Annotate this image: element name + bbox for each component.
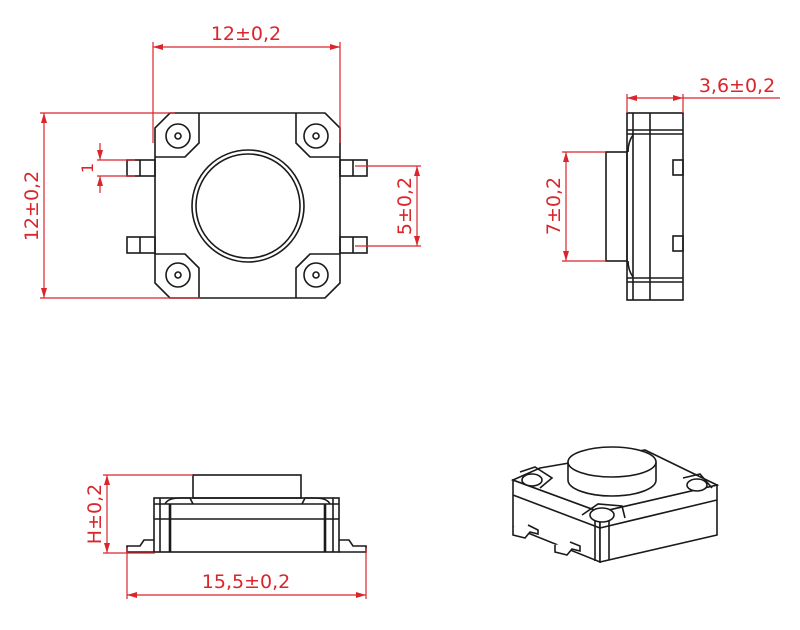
side-view: 3,6±0,2 7±0,2 xyxy=(543,75,780,301)
pin-width-label: 1 xyxy=(78,163,97,173)
front-button xyxy=(192,474,302,499)
pin xyxy=(339,236,368,254)
dimension-height: 12±0,2 xyxy=(21,112,200,299)
pin xyxy=(126,236,156,254)
top-view: 12±0,2 12±0,2 1 5±0,2 xyxy=(21,23,421,299)
button-label: 7±0,2 xyxy=(543,177,565,235)
width-label: 12±0,2 xyxy=(211,23,281,45)
mount-hole-icon xyxy=(165,262,191,288)
body-outline xyxy=(154,112,341,299)
side-body xyxy=(626,112,684,301)
iso-pin xyxy=(512,524,539,539)
dimension-width: 12±0,2 xyxy=(152,23,341,143)
pin-pitch-label: 5±0,2 xyxy=(394,177,416,235)
mount-hole-icon xyxy=(686,478,708,492)
pin xyxy=(126,539,154,553)
button-circle xyxy=(191,149,305,263)
mount-hole-icon xyxy=(303,123,329,149)
dimension-pin-width: 1 xyxy=(78,143,135,193)
pin xyxy=(339,539,367,553)
corner-block xyxy=(295,113,340,158)
isometric-view xyxy=(510,446,720,564)
height-label: 12±0,2 xyxy=(21,171,43,241)
depth-label: 3,6±0,2 xyxy=(699,75,775,97)
dimension-length: 15,5±0,2 xyxy=(126,548,367,599)
dimension-height-h: H±0,2 xyxy=(84,474,193,554)
side-tab xyxy=(672,235,684,252)
pin xyxy=(126,159,156,177)
mount-hole-icon xyxy=(165,123,191,149)
corner-block xyxy=(155,253,200,298)
corner-block xyxy=(155,113,200,158)
h-label: H±0,2 xyxy=(84,484,106,544)
corner-block xyxy=(295,253,340,298)
dimension-depth: 3,6±0,2 xyxy=(626,75,780,113)
pin xyxy=(339,159,368,177)
side-button xyxy=(605,151,628,262)
length-label: 15,5±0,2 xyxy=(202,571,290,593)
dimension-button: 7±0,2 xyxy=(543,151,606,262)
mount-hole-icon xyxy=(521,473,543,487)
mount-hole-icon xyxy=(589,507,615,523)
iso-pin xyxy=(554,541,581,556)
mount-hole-icon xyxy=(303,262,329,288)
dimension-pin-pitch: 5±0,2 xyxy=(355,165,421,247)
front-body xyxy=(153,497,340,553)
front-view: H±0,2 15,5±0,2 xyxy=(84,474,367,599)
side-tab xyxy=(672,159,684,176)
